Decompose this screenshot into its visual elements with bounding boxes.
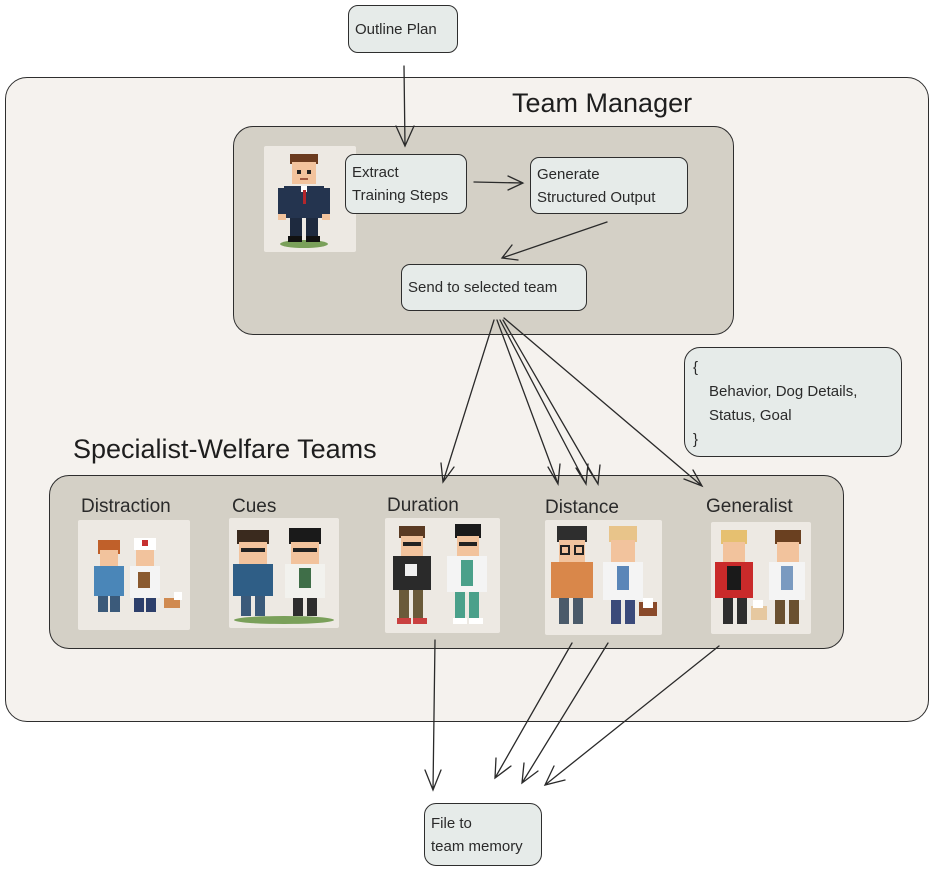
outline-plan-node: Outline Plan: [348, 5, 458, 53]
generalist-team-icon: [715, 530, 805, 624]
distraction-team-image: [78, 520, 190, 630]
generate-node-label: Generate Structured Output: [537, 165, 656, 206]
distance-team-image: [545, 520, 662, 635]
schema-open-brace: {: [693, 359, 699, 376]
duration-team-icon: [393, 524, 487, 624]
team-label-distance: Distance: [545, 497, 619, 518]
manager-avatar-image: [264, 146, 356, 252]
distance-team-icon: [551, 526, 657, 624]
extract-node-label: Extract Training Steps: [352, 164, 449, 204]
schema-line-2: Status, Goal: [709, 407, 792, 424]
file-to-team-memory-node: File to team memory: [424, 803, 542, 866]
cues-team-icon: [233, 528, 334, 624]
team-label-generalist: Generalist: [706, 496, 793, 517]
cues-team-image: [229, 518, 339, 628]
generate-structured-output-node: Generate Structured Output: [530, 157, 688, 214]
duration-team-image: [385, 518, 500, 633]
team-label-cues: Cues: [232, 496, 277, 517]
outline-node-label: Outline Plan: [355, 20, 437, 38]
output-schema-box: { Behavior, Dog Details, Status, Goal }: [684, 347, 902, 457]
send-node-label: Send to selected team: [408, 279, 558, 296]
team-label-distraction: Distraction: [81, 496, 171, 517]
extract-training-steps-node: Extract Training Steps: [345, 154, 467, 214]
schema-close-brace: }: [693, 431, 699, 448]
team-manager-title: Team Manager: [512, 88, 693, 118]
manager-avatar-icon: [278, 154, 330, 248]
send-to-selected-team-node: Send to selected team: [401, 264, 587, 311]
team-label-duration: Duration: [387, 495, 459, 516]
schema-line-1: Behavior, Dog Details,: [709, 383, 858, 400]
generalist-team-image: [711, 522, 811, 634]
specialist-teams-title: Specialist-Welfare Teams: [73, 434, 377, 464]
file-node-label: File to team memory: [431, 814, 523, 855]
distraction-team-icon: [94, 538, 182, 612]
